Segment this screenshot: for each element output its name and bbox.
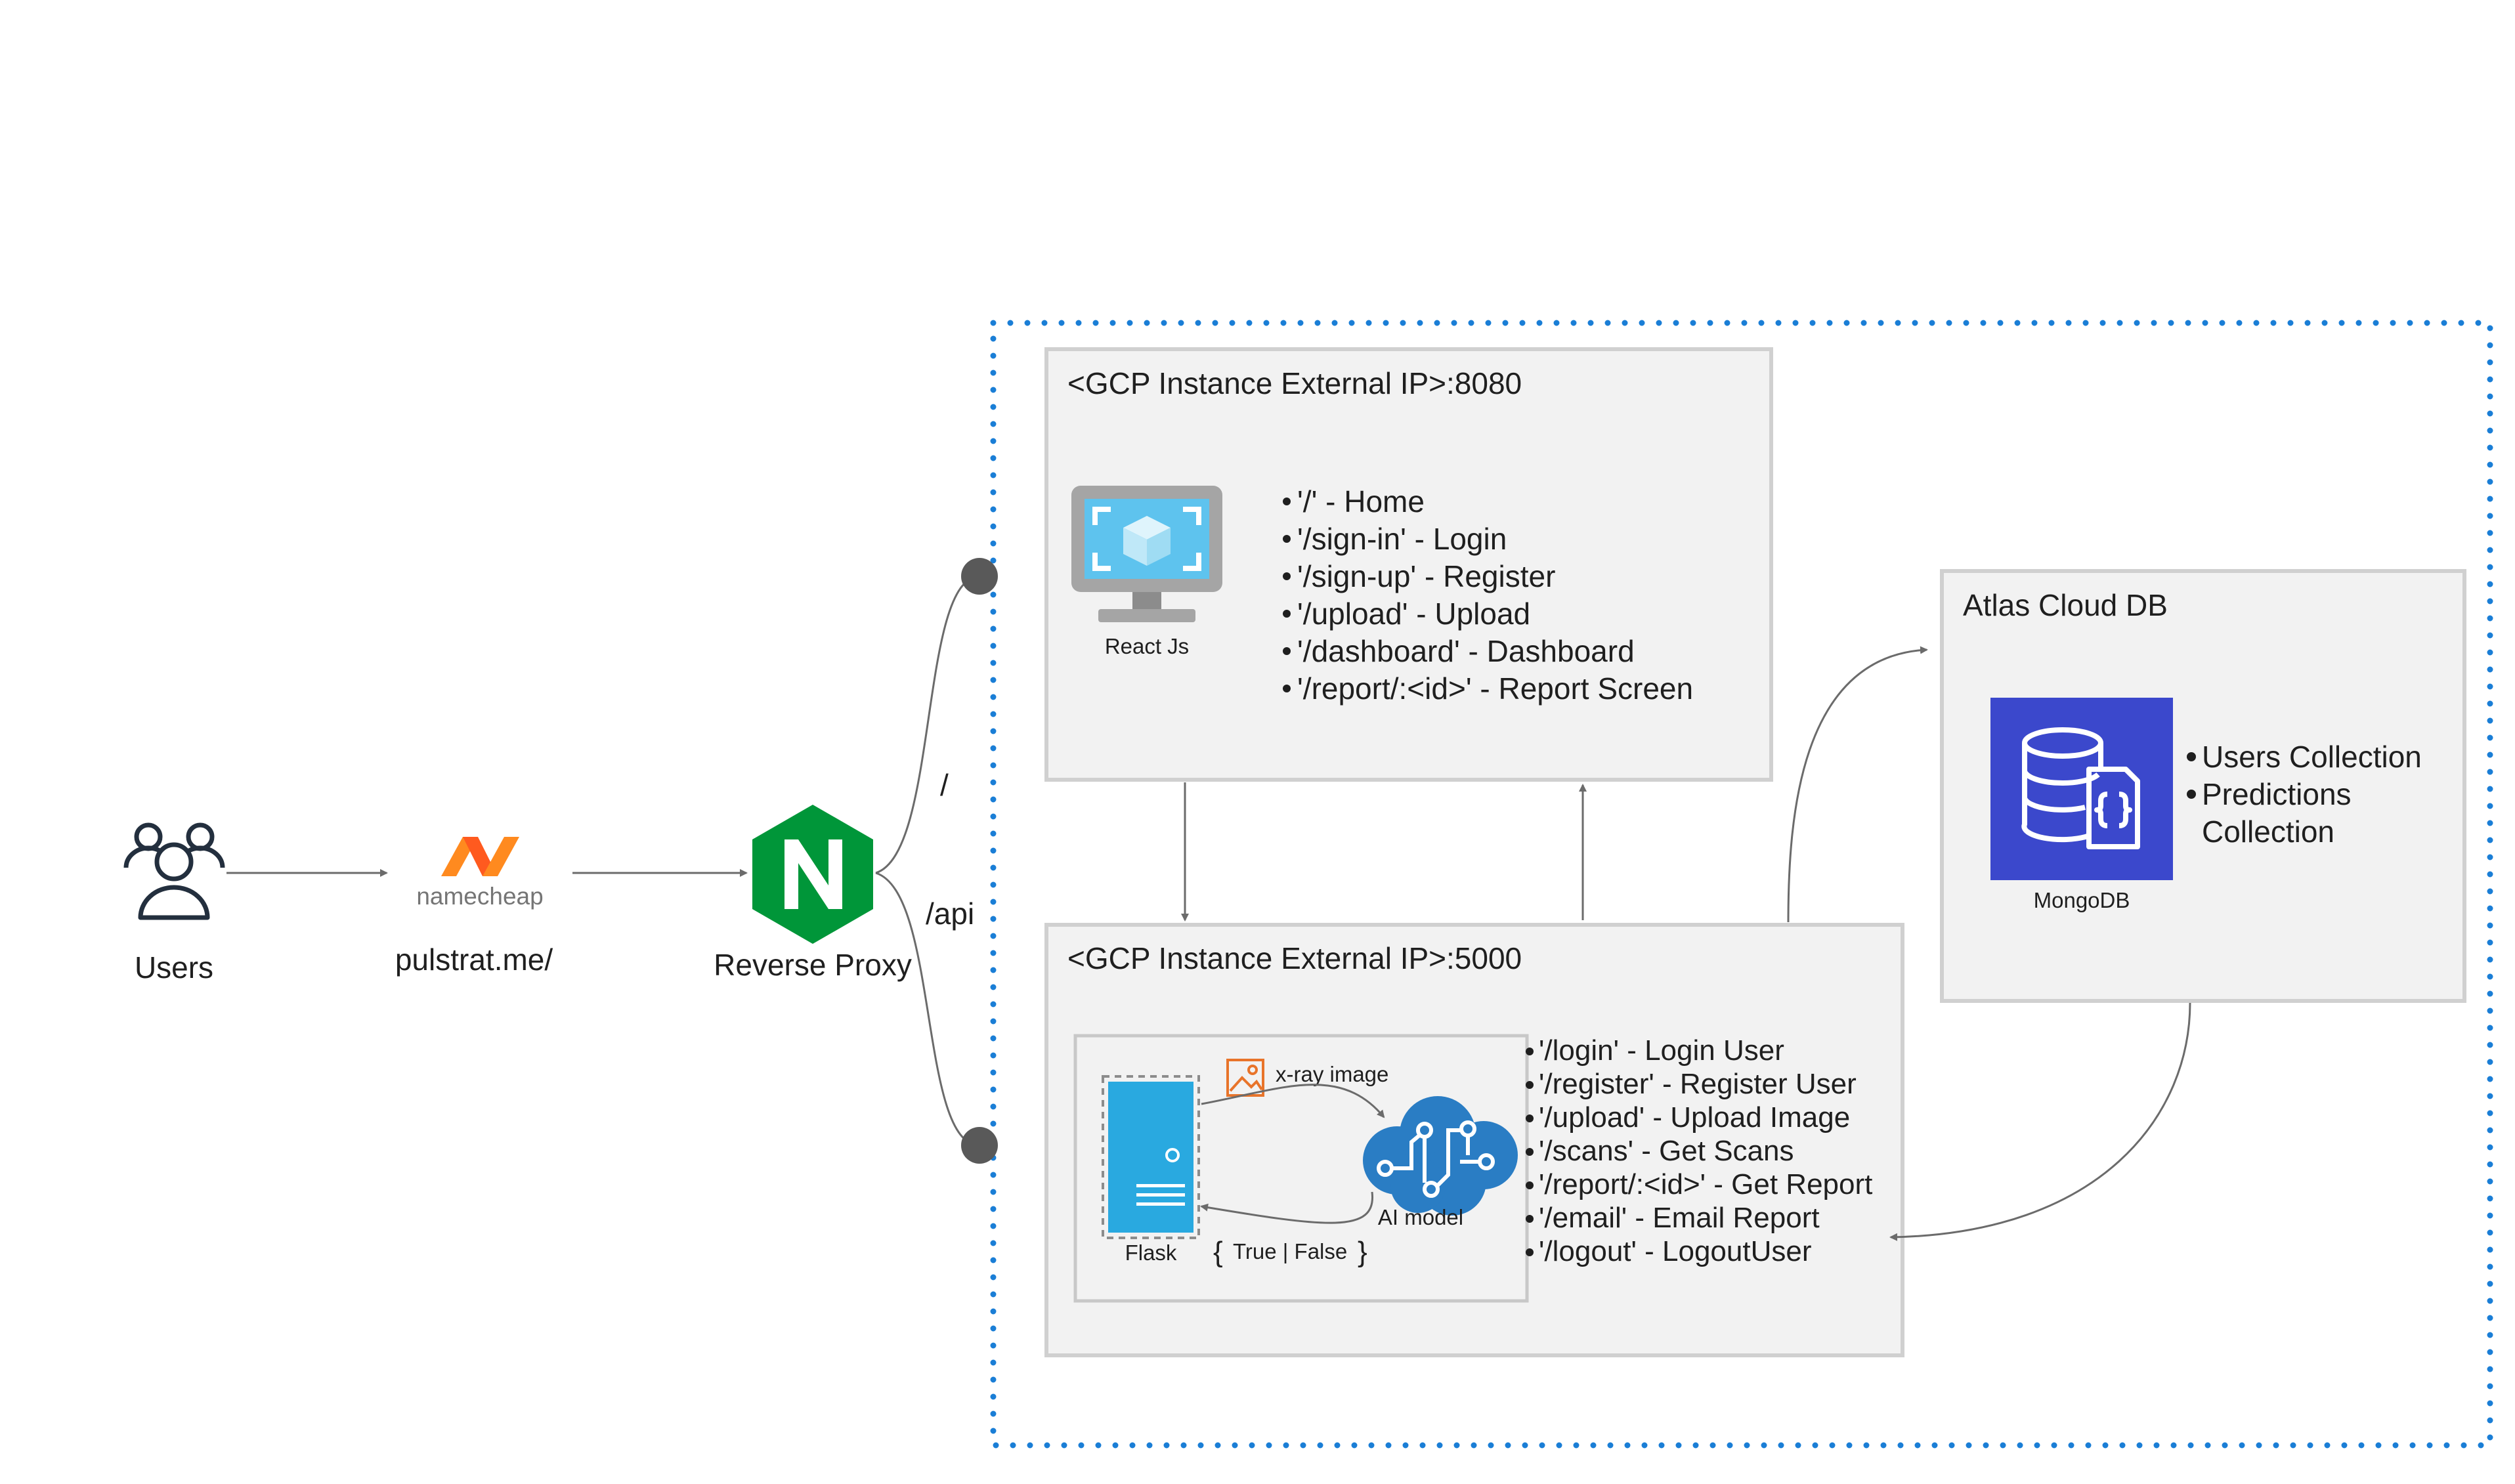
proxy-node: Reverse Proxy <box>714 805 912 982</box>
output-label: True | False <box>1233 1239 1347 1263</box>
nginx-icon <box>752 805 873 944</box>
domain-node: namecheap pulstrat.me/ <box>395 837 553 977</box>
backend-route-register: '/register' - Register User <box>1539 1068 1857 1100</box>
frontend-route-home: '/' - Home <box>1297 484 1425 519</box>
namecheap-logo <box>441 837 519 876</box>
frontend-route-sign-in: '/sign-in' - Login <box>1297 522 1507 556</box>
edge-proxy-api <box>875 872 980 1147</box>
gcp-boundary <box>990 320 2493 1449</box>
backend-route-scans: '/scans' - Get Scans <box>1539 1135 1794 1167</box>
ai-model-label: AI model <box>1378 1205 1463 1229</box>
xray-image-label: x-ray image <box>1276 1062 1388 1086</box>
database-icon-label: MongoDB <box>2034 888 2130 912</box>
backend-panel: <GCP Instance External IP>:5000 Flask x-… <box>1044 923 1904 1357</box>
proxy-label: Reverse Proxy <box>714 948 912 982</box>
frontend-route-list: '/' - Home '/sign-in' - Login '/sign-up'… <box>1283 484 1693 706</box>
frontend-title: <GCP Instance External IP>:8080 <box>1067 366 1522 400</box>
route-api-label: /api <box>926 897 974 931</box>
namecheap-logo-text: namecheap <box>416 883 543 910</box>
output-brace-open: { <box>1213 1236 1223 1268</box>
collection-predictions-cont: Collection <box>2202 815 2334 849</box>
backend-route-list: '/login' - Login User '/register' - Regi… <box>1526 1034 1872 1267</box>
users-label: Users <box>135 950 213 985</box>
ai-model-icon <box>1363 1096 1518 1216</box>
edge-flask-ai <box>1201 1084 1385 1118</box>
api-endpoint-dot <box>961 1127 998 1164</box>
flask-label: Flask <box>1125 1240 1177 1265</box>
frontend-icon-label: React Js <box>1105 634 1189 658</box>
frontend-panel: <GCP Instance External IP>:8080 React Js… <box>1044 347 1773 782</box>
output-brace-close: } <box>1358 1236 1367 1268</box>
edge-proxy-root <box>875 575 980 874</box>
root-endpoint-dot <box>961 558 998 595</box>
backend-title: <GCP Instance External IP>:5000 <box>1067 941 1522 975</box>
backend-route-upload: '/upload' - Upload Image <box>1539 1101 1850 1134</box>
collection-predictions: Predictions <box>2202 777 2352 811</box>
frontend-route-upload: '/upload' - Upload <box>1297 597 1530 631</box>
users-icon <box>123 822 225 920</box>
route-root-label: / <box>940 768 949 802</box>
edge-database-backend <box>1889 1002 2191 1241</box>
collection-list: Users Collection Predictions Collection <box>2187 740 2422 849</box>
backend-route-report: '/report/:<id>' - Get Report <box>1539 1168 1872 1200</box>
collection-users: Users Collection <box>2202 740 2422 774</box>
frontend-route-report: '/report/:<id>' - Report Screen <box>1297 671 1693 706</box>
edge-backend-database <box>1787 646 1928 923</box>
database-panel: Atlas Cloud DB MongoDB Users Collection … <box>1940 569 2466 1003</box>
backend-route-logout: '/logout' - LogoutUser <box>1539 1235 1812 1267</box>
edge-ai-flask <box>1200 1191 1374 1224</box>
flask-server-icon <box>1102 1075 1200 1239</box>
frontend-route-dashboard: '/dashboard' - Dashboard <box>1297 634 1635 668</box>
database-title: Atlas Cloud DB <box>1963 588 2168 622</box>
domain-label: pulstrat.me/ <box>395 943 553 977</box>
backend-route-login: '/login' - Login User <box>1539 1034 1784 1067</box>
backend-route-email: '/email' - Email Report <box>1539 1202 1820 1234</box>
users-node: Users <box>123 822 225 985</box>
frontend-route-sign-up: '/sign-up' - Register <box>1297 559 1555 593</box>
database-icon <box>1990 698 2173 880</box>
monitor-icon <box>1071 486 1222 622</box>
